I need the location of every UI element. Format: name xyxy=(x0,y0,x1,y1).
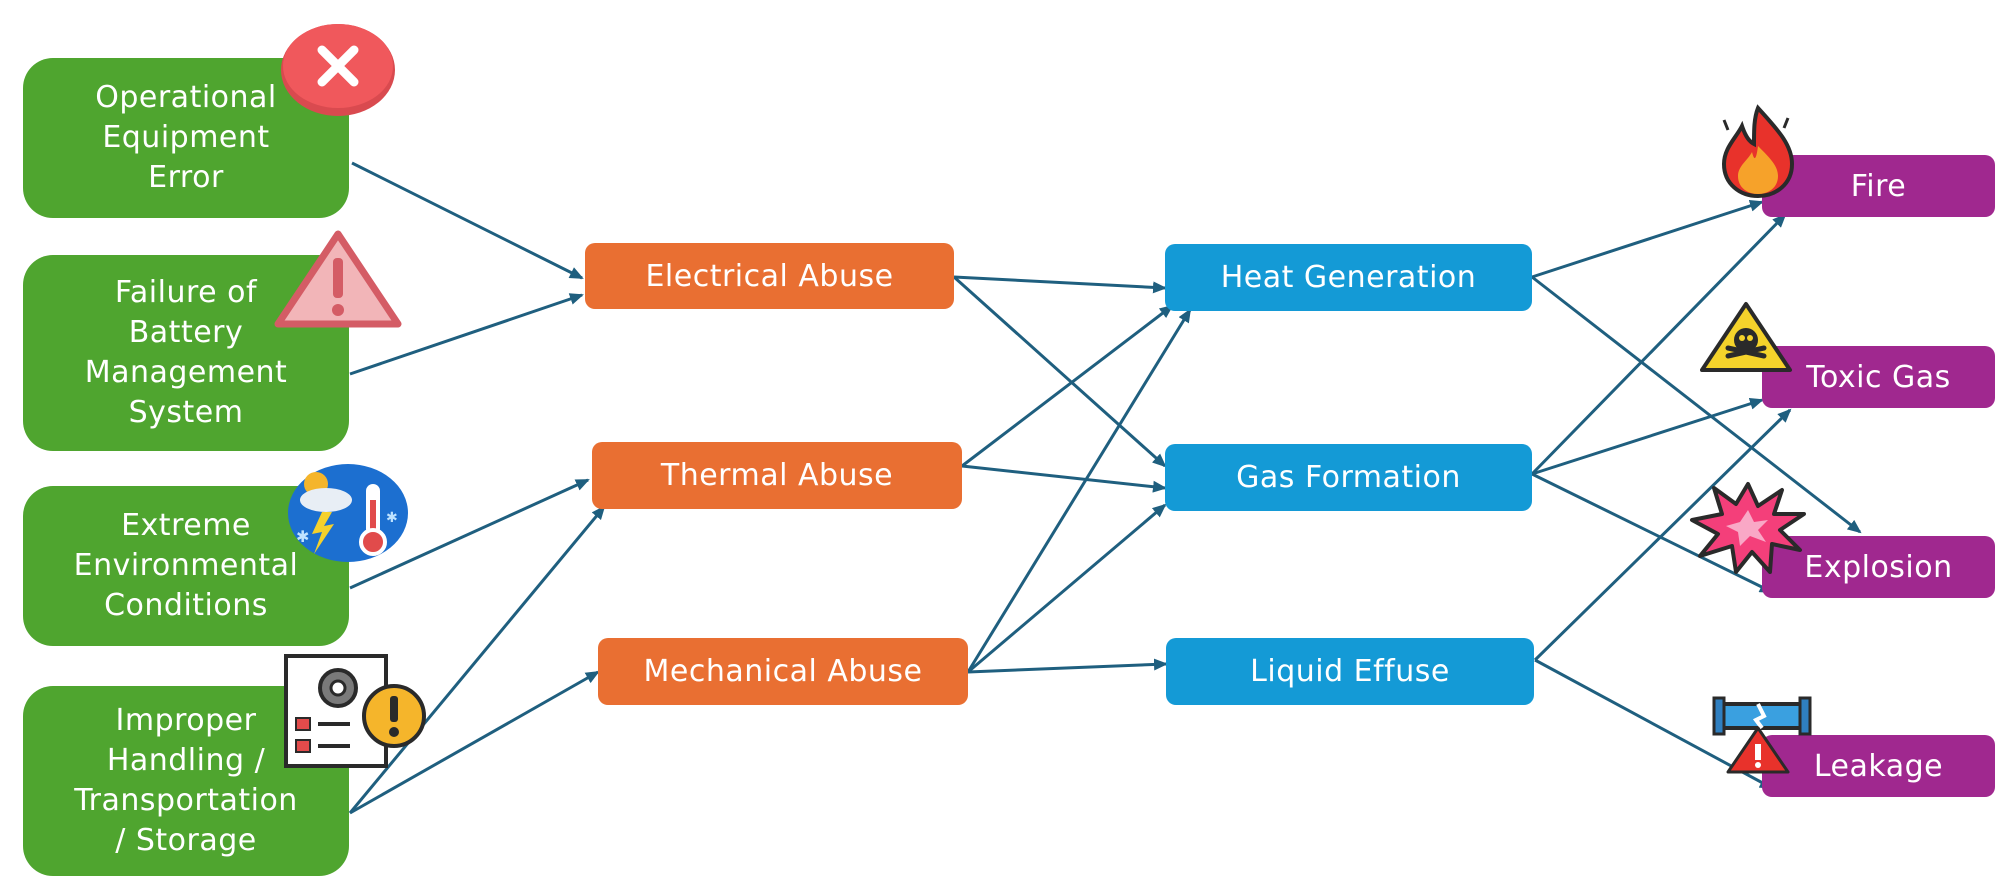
cause-battery-management-failure: Failure of Battery Management System xyxy=(23,255,349,451)
svg-text:✱: ✱ xyxy=(296,527,309,546)
outcome-leakage: Leakage xyxy=(1762,735,1995,797)
abuse-label: Mechanical Abuse xyxy=(643,654,923,689)
outcome-label: Leakage xyxy=(1813,748,1944,784)
effect-gas-formation: Gas Formation xyxy=(1165,444,1532,511)
fire-icon xyxy=(1721,104,1795,198)
arrow-heat-to-fire xyxy=(1531,200,1764,279)
outcome-fire: Fire xyxy=(1762,155,1995,217)
arrow-gas-to-explosion xyxy=(1531,472,1774,594)
arrow-liquid-to-toxic xyxy=(1533,408,1792,662)
arrow-mechanical-to-gas xyxy=(967,503,1167,674)
broken-pipe-icon xyxy=(1712,696,1812,774)
arrow-mechanical-to-heat xyxy=(966,308,1192,673)
outcome-explosion: Explosion xyxy=(1762,536,1995,598)
arrow-handling-to-mechanical xyxy=(349,670,600,815)
error-x-icon xyxy=(281,24,395,116)
arrow-mechanical-to-liquid xyxy=(967,658,1168,674)
arrow-gas-to-fire xyxy=(1530,213,1787,476)
warning-triangle-icon xyxy=(274,230,402,328)
effect-liquid-effuse: Liquid Effuse xyxy=(1166,638,1534,705)
outcome-label: Toxic Gas xyxy=(1806,359,1951,395)
outcome-label: Explosion xyxy=(1804,549,1953,585)
outcome-label: Fire xyxy=(1850,168,1907,204)
arrow-handling-to-thermal xyxy=(348,505,606,814)
arrow-electrical-to-gas xyxy=(952,275,1167,468)
cause-label: Extreme Environmental Conditions xyxy=(73,508,299,623)
effect-label: Gas Formation xyxy=(1236,460,1461,495)
toxic-hazard-icon xyxy=(1700,302,1792,372)
cause-label: Failure of Battery Management System xyxy=(84,275,288,430)
explosion-icon xyxy=(1690,482,1806,574)
abuse-label: Thermal Abuse xyxy=(660,458,894,493)
arrow-electrical-to-heat xyxy=(953,275,1167,294)
arrow-operational-to-electrical xyxy=(351,161,584,280)
checklist-gear-alert-icon xyxy=(284,654,426,768)
abuse-label: Electrical Abuse xyxy=(645,258,894,294)
arrow-heat-to-explosion xyxy=(1531,275,1862,534)
cause-label: Improper Handling / Transportation / Sto… xyxy=(74,703,298,858)
arrow-environment-to-thermal xyxy=(349,478,590,590)
arrow-gas-to-toxic xyxy=(1531,397,1764,476)
abuse-thermal: Thermal Abuse xyxy=(592,442,962,509)
arrow-bms-to-electrical xyxy=(349,293,584,376)
effect-label: Liquid Effuse xyxy=(1250,654,1450,689)
abuse-electrical: Electrical Abuse xyxy=(585,243,954,309)
effect-heat-generation: Heat Generation xyxy=(1165,244,1532,311)
cause-label: Operational Equipment Error xyxy=(95,80,277,195)
svg-text:✱: ✱ xyxy=(386,510,398,526)
arrow-thermal-to-heat xyxy=(961,304,1174,468)
arrow-thermal-to-gas xyxy=(961,464,1167,493)
weather-thermometer-icon: ✱ ✱ xyxy=(288,464,408,562)
outcome-toxic-gas: Toxic Gas xyxy=(1762,346,1995,408)
abuse-mechanical: Mechanical Abuse xyxy=(598,638,968,705)
effect-label: Heat Generation xyxy=(1220,260,1477,295)
